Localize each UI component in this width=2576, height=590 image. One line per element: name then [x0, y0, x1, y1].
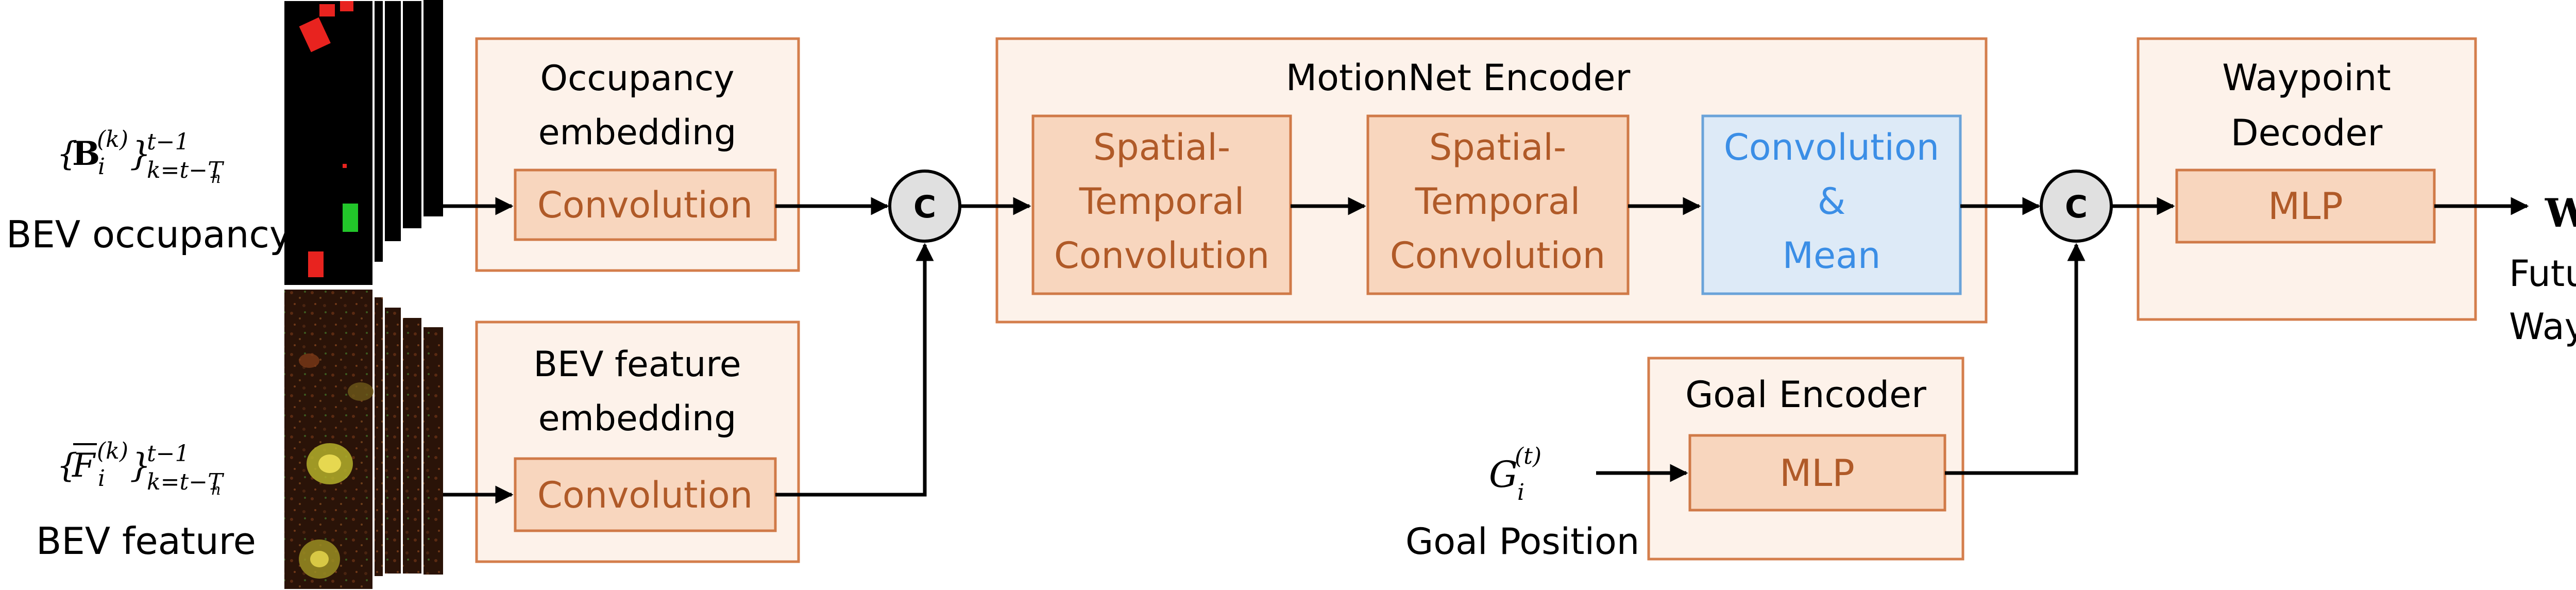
stc1-line1: Spatial-: [1093, 126, 1230, 168]
svg-text:t−1: t−1: [147, 441, 190, 467]
feature-embedding-block: BEV feature embedding Convolution: [475, 321, 800, 563]
occupancy-embedding-title-2: embedding: [538, 112, 737, 153]
svg-text:(k): (k): [97, 126, 128, 153]
conv-mean-line2: &: [1818, 180, 1846, 223]
feature-convolution-label: Convolution: [537, 474, 753, 516]
svg-text:{: {: [57, 447, 78, 485]
goal-encoder-title: Goal Encoder: [1685, 374, 1926, 416]
stc2-line3: Convolution: [1390, 234, 1605, 277]
svg-text:(k): (k): [97, 438, 128, 464]
occupancy-embedding-title-1: Occupancy: [540, 58, 735, 99]
conv-mean-line3: Mean: [1783, 234, 1881, 277]
svg-text:i: i: [98, 154, 105, 180]
feature-embedding-title-1: BEV feature: [533, 344, 741, 385]
arrows: [443, 197, 2529, 504]
concat-1-symbol: C: [913, 189, 936, 225]
goal-mlp-box: [1688, 434, 1946, 512]
bev-occupancy-image-stack: [282, 0, 443, 287]
goal-mlp-label: MLP: [1780, 451, 1855, 495]
svg-text:i: i: [98, 465, 105, 492]
decoder-title-1: Waypoint: [2222, 57, 2391, 99]
svg-text:W: W: [2545, 190, 2576, 236]
svg-text:h: h: [211, 169, 221, 187]
svg-text:{: {: [57, 135, 78, 173]
concat-node-2: C: [2040, 170, 2113, 243]
stc1-line3: Convolution: [1054, 234, 1269, 277]
decoder-mlp-label: MLP: [2268, 184, 2343, 228]
occupancy-embedding-block: Occupancy embedding Convolution: [475, 37, 800, 272]
decoder-title-2: Decoder: [2231, 112, 2383, 154]
concat-node-1: C: [888, 170, 961, 243]
svg-text:}: }: [130, 447, 151, 485]
stc1-line2: Temporal: [1079, 180, 1245, 223]
svg-text:t−1: t−1: [147, 129, 190, 155]
stc2-line2: Temporal: [1415, 180, 1581, 223]
motionnet-encoder-block: MotionNet Encoder Spatial- Temporal Conv…: [995, 37, 1988, 324]
motionnet-title: MotionNet Encoder: [1286, 57, 1631, 99]
svg-text:F: F: [72, 447, 96, 485]
convolution-mean-block: [1701, 114, 1962, 295]
occupancy-input-math: { B i (k) } t−1 k=t−T h: [57, 126, 225, 187]
svg-text:}: }: [130, 135, 151, 173]
occupancy-convolution-label: Convolution: [537, 184, 753, 226]
svg-text:k=t−T: k=t−T: [147, 469, 225, 495]
svg-text:(t): (t): [1515, 443, 1541, 469]
waypoint-output-math: W i (t): [2545, 190, 2576, 236]
bev-feature-label: BEV feature: [36, 519, 256, 563]
stc2-line1: Spatial-: [1429, 126, 1566, 168]
svg-text:i: i: [1517, 479, 1524, 505]
goal-input-math: G i (t): [1489, 443, 1541, 505]
feature-input-math: { F i (k) } t−1 k=t−T h: [57, 438, 225, 499]
svg-text:G: G: [1489, 453, 1518, 496]
svg-text:k=t−T: k=t−T: [147, 157, 225, 183]
bev-feature-image-stack: [282, 288, 443, 590]
future-label: Future: [2509, 252, 2576, 295]
waypoints-label: Waypoints: [2509, 306, 2576, 348]
goal-encoder-block: Goal Encoder MLP: [1647, 357, 1964, 561]
svg-text:B: B: [72, 134, 100, 173]
bev-occupancy-label: BEV occupancy: [6, 213, 292, 256]
conv-mean-line1: Convolution: [1724, 126, 1939, 168]
svg-text:h: h: [211, 481, 221, 499]
feature-convolution-box: [514, 457, 777, 532]
waypoint-decoder-block: Waypoint Decoder MLP: [2137, 37, 2477, 321]
feature-embedding-title-2: embedding: [538, 398, 737, 439]
concat-2-symbol: C: [2065, 189, 2088, 225]
goal-position-label: Goal Position: [1405, 520, 1639, 563]
